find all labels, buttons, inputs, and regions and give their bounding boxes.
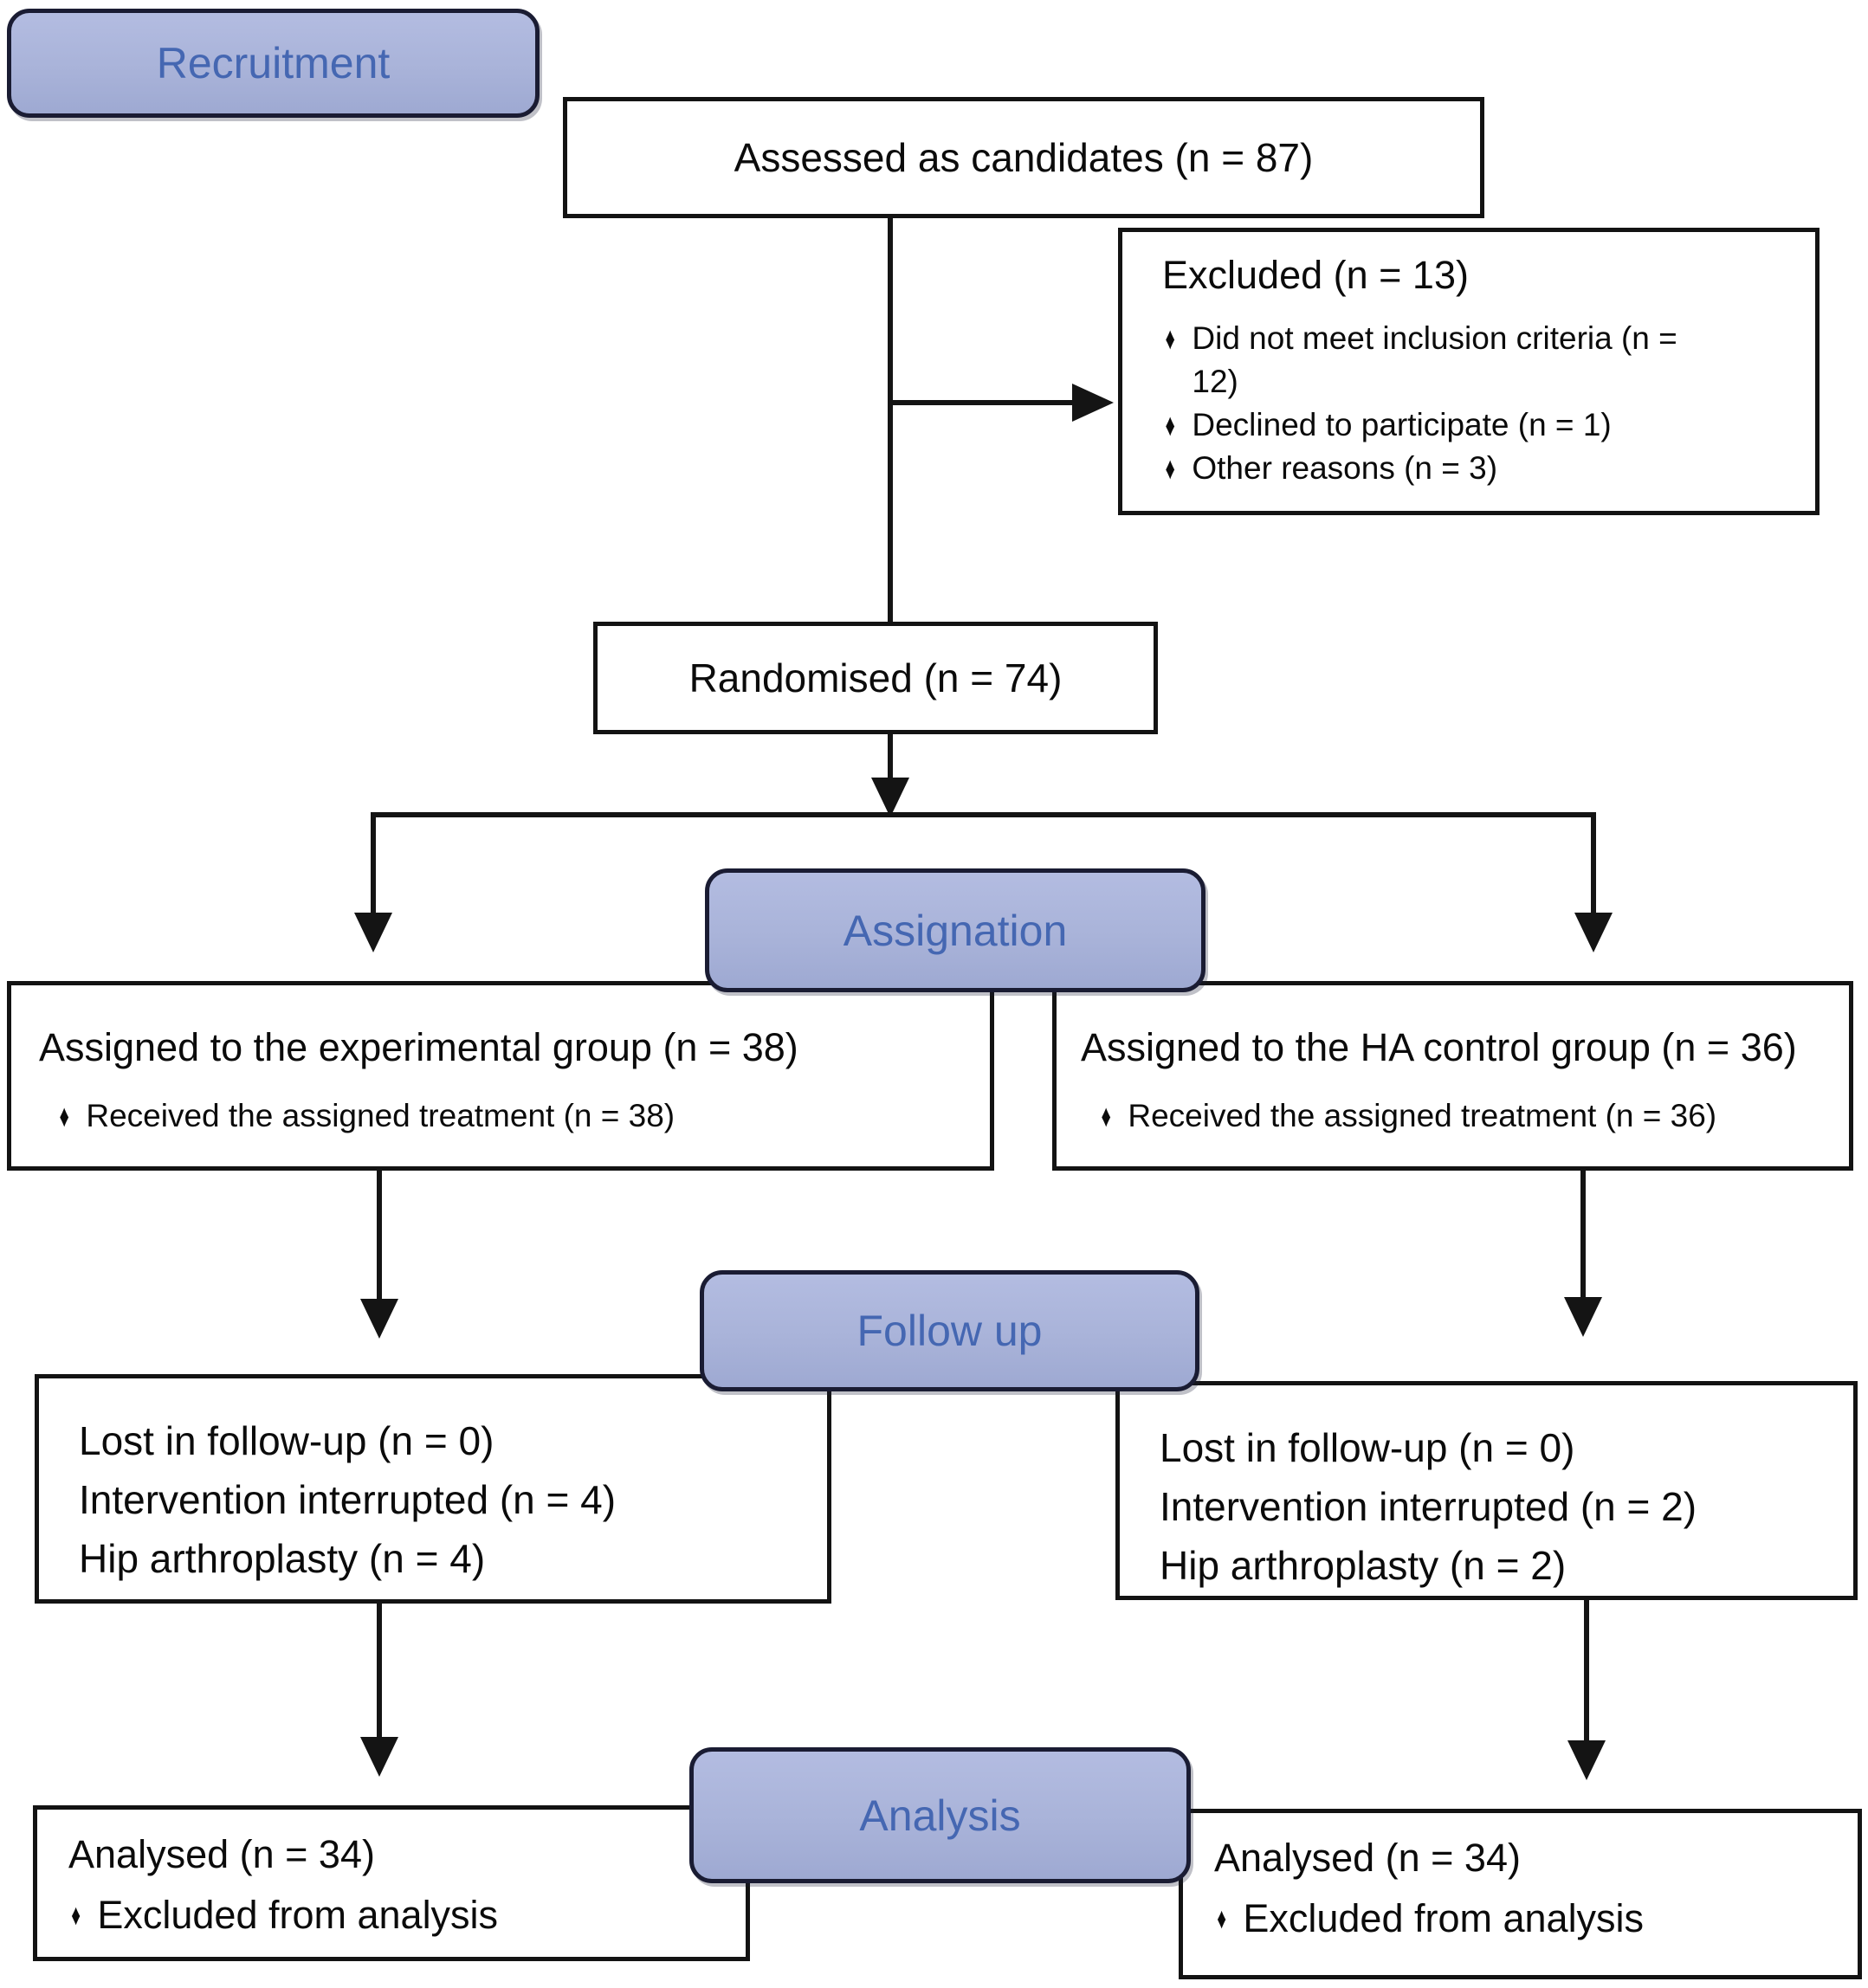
arrowhead-right-excluded-icon xyxy=(1072,384,1114,422)
list-item: ♦ Excluded from analysis xyxy=(1214,1894,1849,1943)
assessed-box: Assessed as candidates (n = 87) xyxy=(563,97,1484,218)
list-item: ♦ Other reasons (n = 3) xyxy=(1162,447,1798,490)
list-item: ♦ Did not meet inclusion criteria (n = 1… xyxy=(1162,317,1798,403)
randomised-text: Randomised (n = 74) xyxy=(688,655,1063,700)
excluded-title: Excluded (n = 13) xyxy=(1162,253,1469,297)
experimental-group-box: Assigned to the experimental group (n = … xyxy=(7,981,994,1171)
diamond-bullet-icon: ♦ xyxy=(59,1098,69,1133)
list-item: ♦ Excluded from analysis xyxy=(68,1891,737,1940)
excluded-bullet-text: Declined to participate (n = 1) xyxy=(1192,407,1612,442)
stage-recruitment: Recruitment xyxy=(7,9,540,118)
experimental-group-title: Assigned to the experimental group (n = … xyxy=(39,1025,798,1069)
control-analysis-box: Analysed (n = 34) ♦ Excluded from analys… xyxy=(1179,1809,1862,1979)
list-item: ♦ Received the assigned treatment (n = 3… xyxy=(1081,1094,1840,1138)
connector-split-right xyxy=(1591,812,1596,914)
control-group-bullet-text: Received the assigned treatment (n = 36) xyxy=(1128,1098,1717,1133)
excluded-bullet-text: Other reasons (n = 3) xyxy=(1192,450,1498,486)
followup-line: Intervention interrupted (n = 2) xyxy=(1160,1484,1697,1529)
connector-to-excluded xyxy=(888,400,1074,405)
connector-assessed-to-randomised xyxy=(888,216,893,623)
arrowhead-down-left-analysis-icon xyxy=(360,1737,398,1777)
stage-analysis: Analysis xyxy=(689,1747,1191,1883)
list-item: ♦ Received the assigned treatment (n = 3… xyxy=(39,1094,981,1138)
connector-split-left xyxy=(371,812,376,914)
connector-split-horizontal xyxy=(371,812,1596,817)
followup-line: Intervention interrupted (n = 4) xyxy=(79,1477,617,1522)
assessed-text: Assessed as candidates (n = 87) xyxy=(734,135,1314,180)
connector-left-group-to-followup xyxy=(377,1169,382,1301)
connector-right-followup-to-analysis xyxy=(1584,1598,1589,1742)
list-item: ♦ Declined to participate (n = 1) xyxy=(1162,403,1798,447)
excluded-bullet-text: Did not meet inclusion criteria (n = 12) xyxy=(1192,320,1677,399)
stage-analysis-label: Analysis xyxy=(859,1791,1021,1840)
experimental-followup-box: Lost in follow-up (n = 0) Intervention i… xyxy=(35,1374,831,1604)
diamond-bullet-icon: ♦ xyxy=(1165,407,1175,442)
control-analysis-title: Analysed (n = 34) xyxy=(1214,1836,1521,1880)
experimental-analysis-bullet-text: Excluded from analysis xyxy=(97,1893,499,1937)
control-analysis-bullet-text: Excluded from analysis xyxy=(1243,1896,1645,1940)
experimental-analysis-title: Analysed (n = 34) xyxy=(68,1832,375,1876)
diamond-bullet-icon: ♦ xyxy=(1101,1098,1111,1133)
followup-line: Hip arthroplasty (n = 4) xyxy=(79,1536,486,1581)
arrowhead-down-left-followup-icon xyxy=(360,1299,398,1339)
connector-randomised-to-split xyxy=(888,733,893,781)
arrowhead-down-right-group-icon xyxy=(1574,913,1613,952)
stage-recruitment-label: Recruitment xyxy=(156,39,391,87)
experimental-group-bullet-text: Received the assigned treatment (n = 38) xyxy=(86,1098,675,1133)
stage-followup: Follow up xyxy=(700,1270,1199,1391)
stage-assignation: Assignation xyxy=(705,868,1205,992)
arrowhead-down-right-analysis-icon xyxy=(1567,1740,1606,1780)
arrowhead-down-right-followup-icon xyxy=(1564,1297,1602,1337)
control-group-title: Assigned to the HA control group (n = 36… xyxy=(1081,1025,1797,1069)
arrowhead-down-split-icon xyxy=(871,778,909,817)
connector-right-group-to-followup xyxy=(1580,1169,1586,1299)
diamond-bullet-icon: ♦ xyxy=(71,1899,81,1932)
randomised-box: Randomised (n = 74) xyxy=(593,622,1158,734)
excluded-box: Excluded (n = 13) ♦ Did not meet inclusi… xyxy=(1118,228,1820,515)
followup-line: Lost in follow-up (n = 0) xyxy=(79,1418,494,1463)
diamond-bullet-icon: ♦ xyxy=(1165,450,1175,486)
stage-followup-label: Follow up xyxy=(856,1307,1043,1355)
diamond-bullet-icon: ♦ xyxy=(1165,320,1175,356)
excluded-bullet-list: ♦ Did not meet inclusion criteria (n = 1… xyxy=(1162,317,1798,490)
diamond-bullet-icon: ♦ xyxy=(1217,1902,1227,1935)
arrowhead-down-left-group-icon xyxy=(354,913,392,952)
connector-left-followup-to-analysis xyxy=(377,1602,382,1739)
stage-assignation-label: Assignation xyxy=(843,906,1068,955)
followup-line: Lost in follow-up (n = 0) xyxy=(1160,1425,1575,1470)
experimental-analysis-box: Analysed (n = 34) ♦ Excluded from analys… xyxy=(33,1805,750,1961)
control-followup-box: Lost in follow-up (n = 0) Intervention i… xyxy=(1115,1381,1858,1600)
followup-line: Hip arthroplasty (n = 2) xyxy=(1160,1543,1567,1588)
control-group-box: Assigned to the HA control group (n = 36… xyxy=(1052,981,1853,1171)
